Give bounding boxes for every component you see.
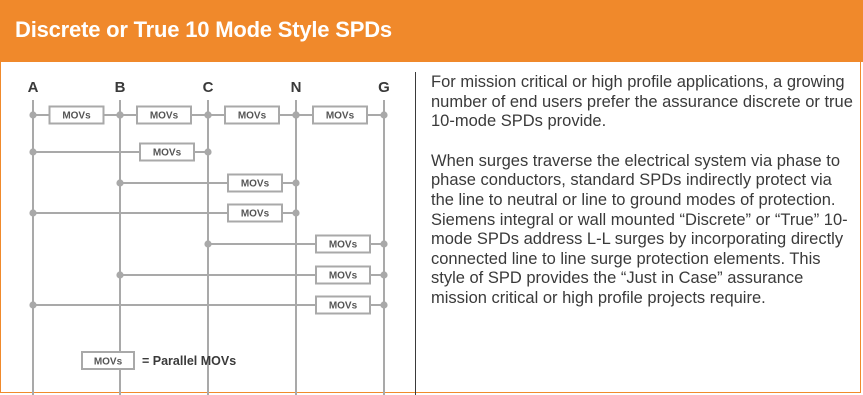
conductor-label-b: B bbox=[115, 79, 126, 96]
conductor-label-a: A bbox=[28, 79, 39, 96]
junction-dot bbox=[116, 179, 124, 187]
conductor-label-c: C bbox=[203, 79, 214, 96]
junction-dot bbox=[116, 111, 124, 119]
mov-box bbox=[224, 105, 280, 125]
mov-connection-a-n: MOVs bbox=[29, 203, 300, 223]
mov-connection-a-c: MOVs bbox=[29, 142, 212, 162]
panel-header: Discrete or True 10 Mode Style SPDs bbox=[0, 0, 863, 62]
junction-dot bbox=[292, 209, 300, 217]
description-text: For mission critical or high profile app… bbox=[431, 73, 859, 329]
junction-dot bbox=[204, 148, 212, 156]
mov-box bbox=[48, 105, 105, 125]
legend-mov-box bbox=[81, 351, 135, 370]
conductor-label-n: N bbox=[291, 79, 302, 96]
panel-title: Discrete or True 10 Mode Style SPDs bbox=[15, 17, 392, 42]
junction-dot bbox=[29, 209, 37, 217]
mov-label: MOVs bbox=[241, 179, 270, 190]
junction-dot bbox=[292, 179, 300, 187]
mov-label: MOVs bbox=[329, 240, 358, 251]
legend-mov-label: MOVs bbox=[94, 357, 123, 368]
conductor-label-g: G bbox=[378, 79, 390, 96]
legend-description: = Parallel MOVs bbox=[142, 354, 236, 368]
mov-label: MOVs bbox=[329, 271, 358, 282]
junction-dot bbox=[204, 111, 212, 119]
mov-box bbox=[312, 105, 368, 125]
mov-box bbox=[136, 105, 192, 125]
mov-box bbox=[315, 265, 371, 285]
column-divider bbox=[415, 72, 416, 395]
mov-connection-b-c: MOVs bbox=[116, 105, 212, 125]
mov-connection-b-n: MOVs bbox=[116, 173, 300, 193]
mov-connection-a-b: MOVs bbox=[29, 105, 124, 125]
mov-label: MOVs bbox=[329, 301, 358, 312]
junction-dot bbox=[29, 301, 37, 309]
junction-dot bbox=[380, 271, 388, 279]
mov-box bbox=[315, 234, 371, 254]
paragraph-intro: For mission critical or high profile app… bbox=[431, 73, 853, 131]
mov-connection-b-g: MOVs bbox=[116, 265, 388, 285]
mov-connection-c-g: MOVs bbox=[204, 234, 388, 254]
mov-label: MOVs bbox=[150, 111, 179, 122]
mov-label: MOVs bbox=[153, 148, 182, 159]
paragraph-detail: When surges traverse the electrical syst… bbox=[431, 151, 848, 307]
junction-dot bbox=[380, 111, 388, 119]
junction-dot bbox=[380, 240, 388, 248]
mov-label: MOVs bbox=[238, 111, 267, 122]
junction-dot bbox=[292, 111, 300, 119]
junction-dot bbox=[29, 148, 37, 156]
junction-dot bbox=[380, 301, 388, 309]
junction-dot bbox=[204, 240, 212, 248]
diagram-legend: MOVs = Parallel MOVs bbox=[81, 351, 236, 370]
mov-box bbox=[227, 173, 283, 193]
mov-label: MOVs bbox=[241, 209, 270, 220]
mov-box bbox=[315, 295, 371, 315]
mov-box bbox=[139, 142, 195, 162]
junction-dot bbox=[29, 111, 37, 119]
junction-dot bbox=[116, 271, 124, 279]
mov-label: MOVs bbox=[326, 111, 355, 122]
mov-box bbox=[227, 203, 283, 223]
mov-connection-a-g: MOVs bbox=[29, 295, 388, 315]
mov-label: MOVs bbox=[62, 111, 91, 122]
mov-connection-c-n: MOVs bbox=[204, 105, 300, 125]
mov-connection-n-g: MOVs bbox=[292, 105, 388, 125]
